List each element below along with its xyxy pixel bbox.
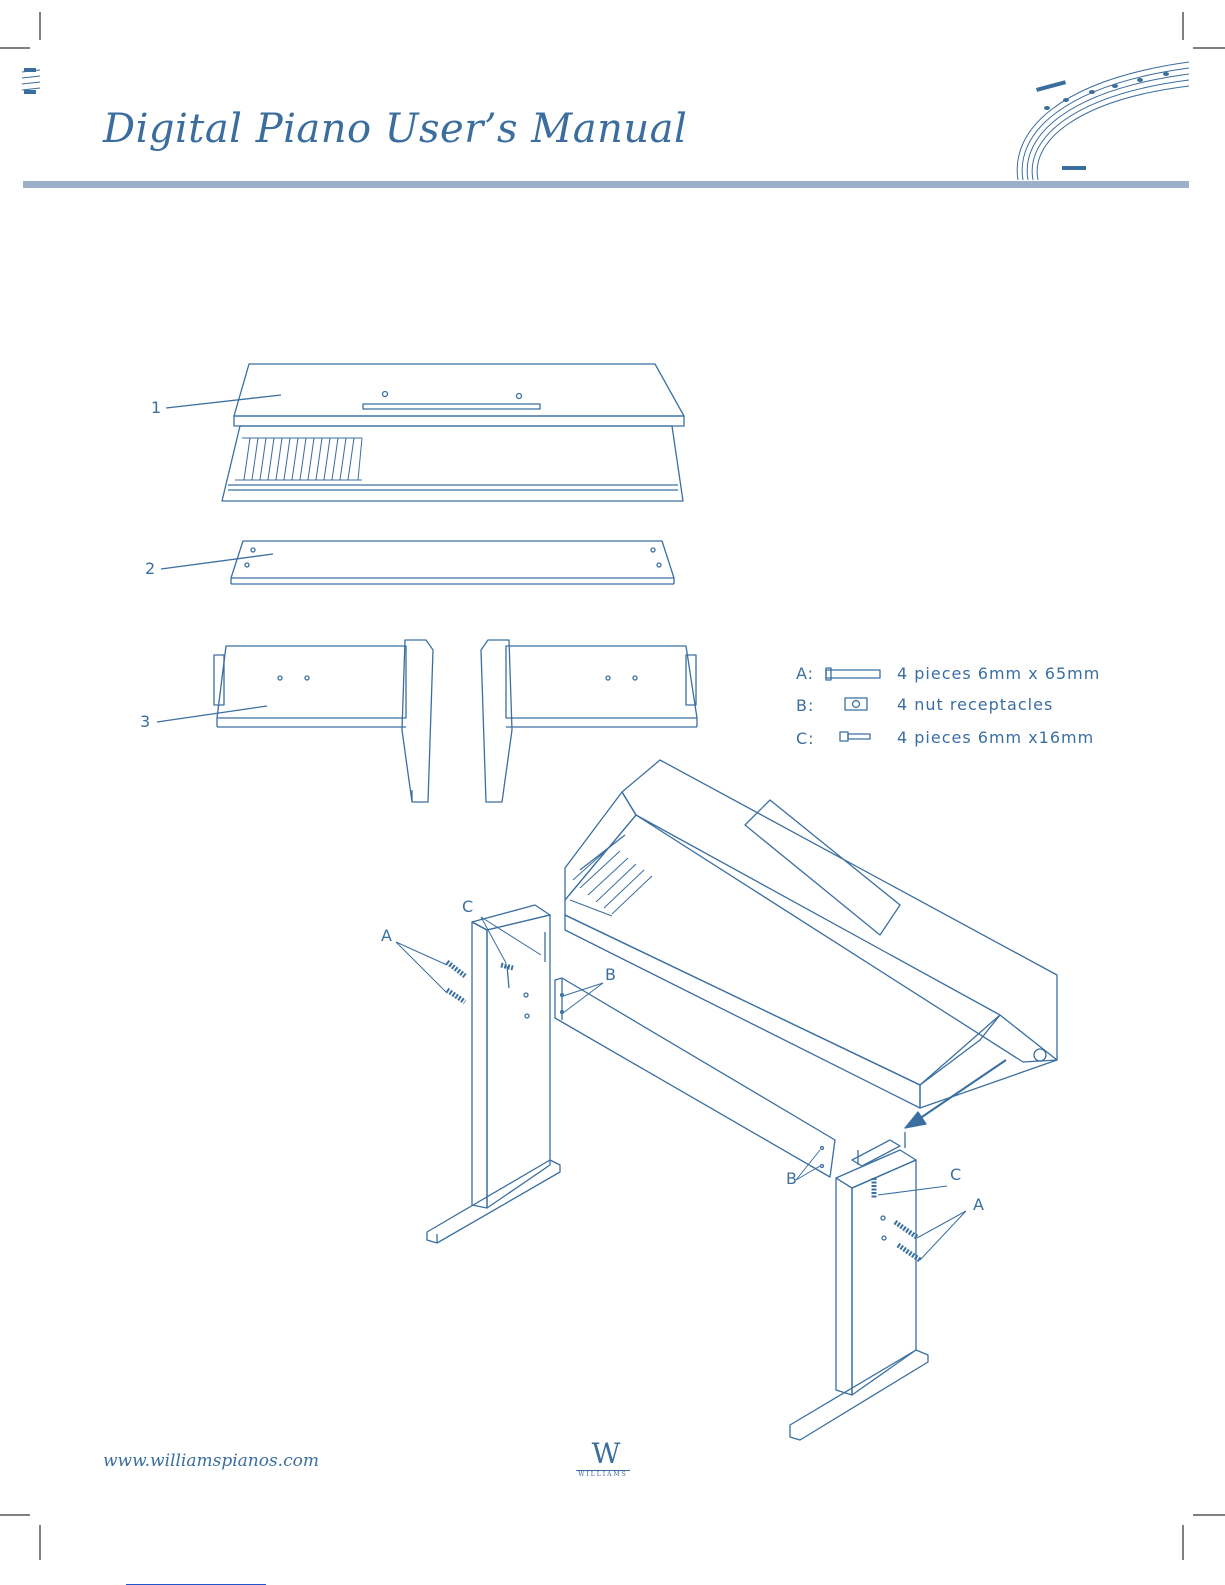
callout-3: 3	[140, 712, 150, 731]
label-a-left: A	[381, 926, 392, 945]
part-c-desc: 4 pieces 6mm x16mm	[897, 728, 1094, 747]
website-url: www.williamspianos.com	[103, 1451, 319, 1471]
part-side-legs	[214, 640, 697, 802]
assembled-left-leg	[427, 905, 560, 1243]
parts-legend-icons	[826, 668, 880, 741]
part-c-key: C:	[796, 729, 815, 748]
label-c-left: C	[462, 897, 473, 916]
logo-wordmark: WILLIAMS	[576, 1470, 630, 1478]
part-b-desc: 4 nut receptacles	[897, 695, 1053, 714]
assembled-back-board	[555, 978, 835, 1177]
label-c-right: C	[950, 1165, 961, 1184]
label-b-top: B	[605, 965, 616, 984]
part-a-desc: 4 pieces 6mm x 65mm	[897, 664, 1100, 683]
callout-2: 2	[145, 559, 155, 578]
label-a-right: A	[973, 1195, 984, 1214]
part-a-key: A:	[796, 664, 814, 683]
assembled-right-leg	[790, 1132, 928, 1440]
label-b-bottom: B	[786, 1169, 797, 1188]
part-b-key: B:	[796, 696, 814, 715]
williams-logo: W WILLIAMS	[576, 1440, 630, 1478]
part-back-board	[231, 541, 674, 584]
callout-1: 1	[151, 398, 161, 417]
assembled-piano-body	[565, 760, 1057, 1108]
logo-mark: W	[576, 1440, 630, 1468]
part-piano-body	[222, 364, 684, 501]
